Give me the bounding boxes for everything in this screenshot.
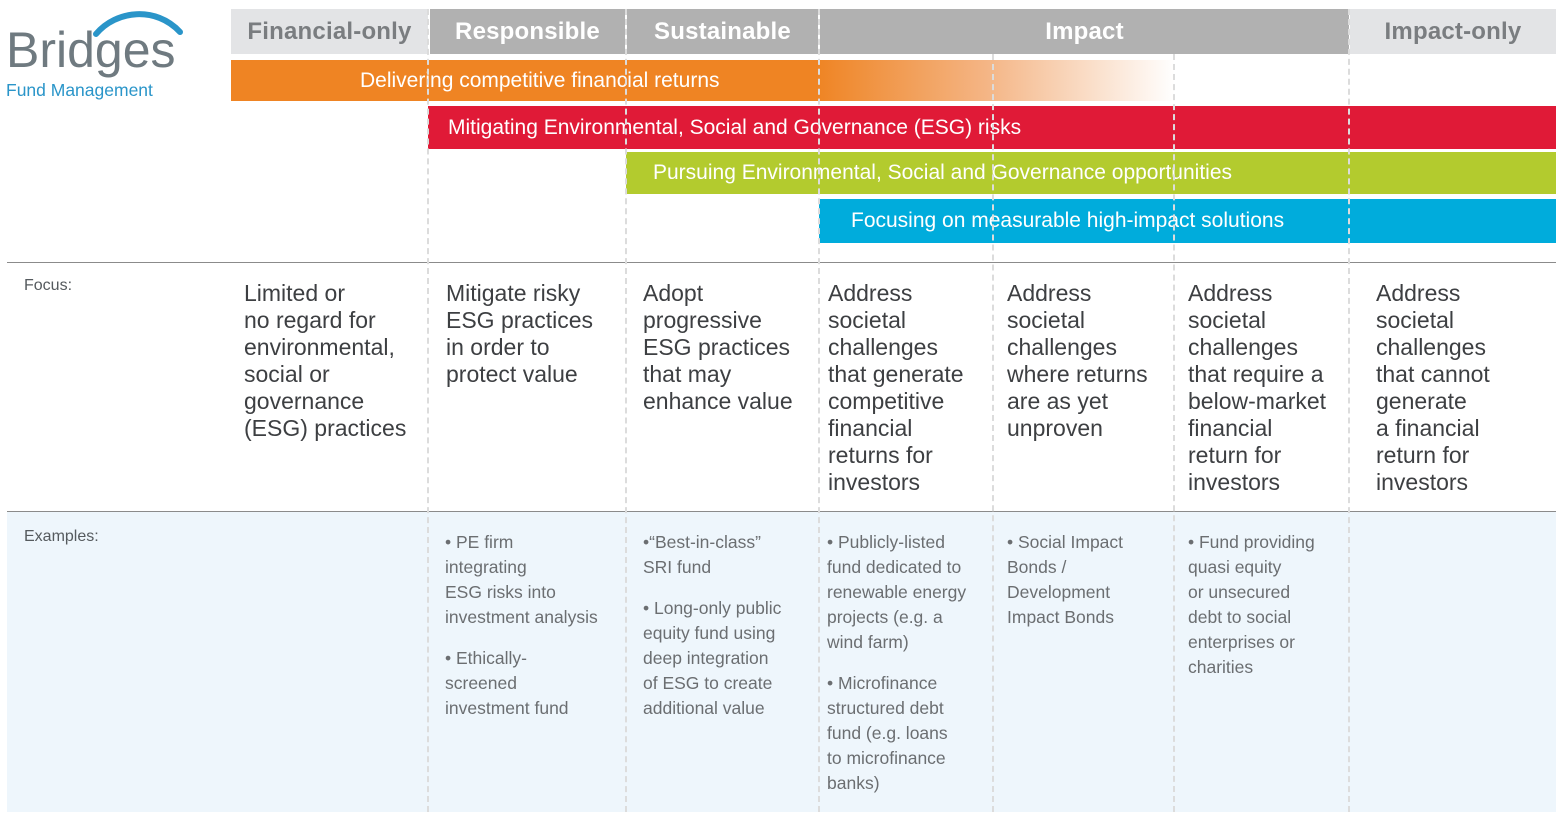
header-financial-only: Financial-only: [231, 9, 428, 54]
logo-wordmark: Bridges: [6, 22, 176, 78]
focus-financial-only: Limited or no regard for environmental, …: [244, 280, 407, 441]
header-responsible: Responsible: [430, 9, 625, 54]
focus-impact-below-market: Address societal challenges that require…: [1188, 280, 1327, 495]
bar-label: Mitigating Environmental, Social and Gov…: [448, 115, 1022, 139]
bar-label: Delivering competitive financial returns: [360, 68, 720, 92]
bar-label: Pursuing Environmental, Social and Gover…: [653, 161, 1233, 184]
focus-sustainable: Adopt progressive ESG practices that may…: [643, 280, 793, 414]
bridges-logo: Bridges Fund Management: [4, 6, 204, 106]
header-impact-only: Impact-only: [1350, 9, 1556, 54]
column-divider: [818, 9, 820, 812]
examples-sustainable: •“Best-in-class” SRI fund • Long-only pu…: [643, 530, 781, 737]
bar-competitive-returns: Delivering competitive financial returns: [231, 60, 1175, 101]
focus-impact-only: Address societal challenges that cannot …: [1376, 280, 1490, 495]
example-item: • Ethically- screened investment fund: [445, 648, 569, 718]
focus-impact-unproven: Address societal challenges where return…: [1007, 280, 1148, 441]
example-item: • Long-only public equity fund using dee…: [643, 598, 782, 718]
examples-impact-below-market: • Fund providing quasi equity or unsecur…: [1188, 530, 1315, 696]
examples-label: Examples:: [24, 528, 99, 545]
focus-impact-competitive: Address societal challenges that generat…: [828, 280, 964, 495]
focus-label: Focus:: [24, 277, 73, 294]
example-item: • Microfinance structured debt fund (e.g…: [827, 673, 948, 793]
column-divider: [1173, 54, 1175, 812]
bar-label: Focusing on measurable high-impact solut…: [851, 209, 1285, 232]
examples-impact-unproven: • Social Impact Bonds / Development Impa…: [1007, 530, 1123, 646]
column-divider: [1348, 9, 1350, 812]
examples-band: [7, 512, 1556, 812]
divider-examples: [7, 511, 1556, 512]
example-item: • Publicly-listed fund dedicated to rene…: [827, 532, 967, 652]
bridge-arc-icon: [93, 11, 183, 37]
focus-responsible: Mitigate risky ESG practices in order to…: [446, 280, 593, 387]
logo-tagline: Fund Management: [6, 80, 153, 100]
example-item: • PE firm integrating ESG risks into inv…: [445, 532, 598, 627]
example-item: • Social Impact Bonds / Development Impa…: [1007, 532, 1124, 627]
column-divider: [427, 9, 429, 812]
bar-pursuing-esg-opportunities: Pursuing Environmental, Social and Gover…: [626, 152, 1556, 194]
example-item: •“Best-in-class” SRI fund: [643, 532, 761, 577]
column-divider: [992, 54, 994, 812]
header-sustainable: Sustainable: [627, 9, 818, 54]
bar-high-impact-solutions: Focusing on measurable high-impact solut…: [819, 199, 1556, 243]
example-item: • Fund providing quasi equity or unsecur…: [1188, 532, 1315, 677]
column-divider: [625, 9, 627, 812]
header-impact: Impact: [820, 9, 1349, 54]
divider-focus: [7, 262, 1556, 263]
examples-responsible: • PE firm integrating ESG risks into inv…: [445, 530, 598, 737]
examples-impact-competitive: • Publicly-listed fund dedicated to rene…: [827, 530, 966, 812]
